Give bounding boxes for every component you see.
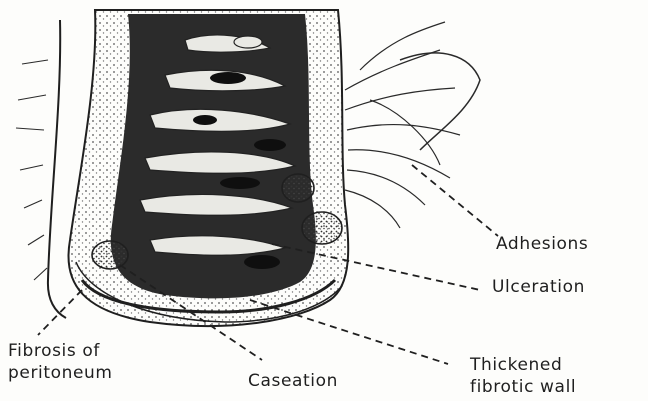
label-ulceration: Ulceration: [492, 279, 585, 296]
leader-adhesions: [412, 165, 498, 236]
left-fibrous-strands: [16, 60, 48, 280]
peritoneum-line: [48, 20, 66, 318]
label-fibrosis: Fibrosis of peritoneum: [8, 340, 113, 384]
label-fibrosis-line2: peritoneum: [8, 362, 113, 384]
label-thickened-line1: Thickened: [470, 354, 576, 376]
label-thickened: Thickened fibrotic wall: [470, 354, 576, 398]
label-fibrosis-line1: Fibrosis of: [8, 340, 113, 362]
leader-fibrosis: [38, 290, 82, 335]
mesentery-fold: [400, 53, 480, 150]
label-thickened-line2: fibrotic wall: [470, 376, 576, 398]
label-adhesions: Adhesions: [496, 236, 588, 253]
label-caseation: Caseation: [248, 373, 338, 390]
